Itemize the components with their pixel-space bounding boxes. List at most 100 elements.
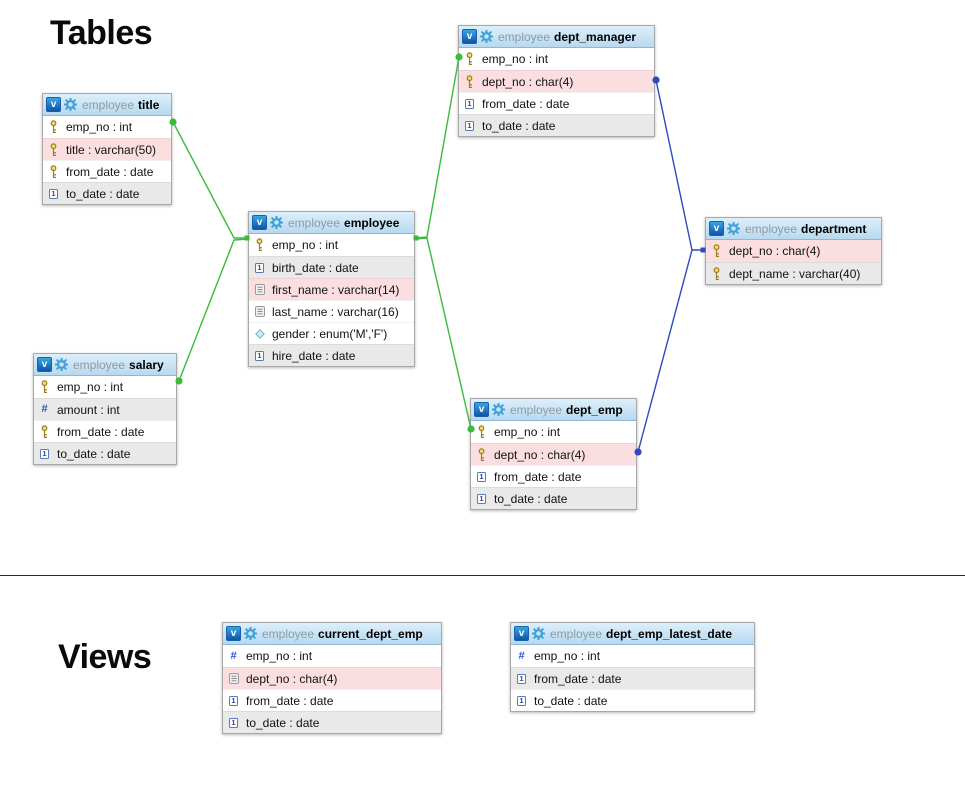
primary-key-icon [253,238,266,252]
view-badge-icon: v [252,215,267,230]
column-label: from_date : date [494,469,582,484]
relationship-line-dept_manager-department [655,79,705,251]
schema-name-label: employee [498,29,551,44]
date-icon: 1 [253,350,266,361]
column-label: amount : int [57,402,120,417]
numeric-glyph: # [230,649,237,662]
schema-name-label: employee [510,402,563,417]
column-row-dept_emp-3[interactable]: 1 to_date : date [471,487,636,509]
column-row-current_dept_emp-0[interactable]: # emp_no : int [223,645,441,667]
column-row-salary-1[interactable]: # amount : int [34,398,176,420]
numeric-glyph: # [41,403,48,415]
column-row-dept_emp-1[interactable]: dept_no : char(4) [471,443,636,465]
text-icon [253,306,266,317]
primary-key-icon [47,142,60,157]
primary-key-icon [47,164,60,179]
column-label: emp_no : int [66,120,133,134]
column-row-current_dept_emp-1[interactable]: dept_no : char(4) [223,667,441,689]
column-row-dept_emp-0[interactable]: emp_no : int [471,421,636,443]
object-name-label: current_dept_emp [318,626,423,641]
schema-name-label: employee [745,221,798,236]
primary-key-icon [38,380,51,394]
column-label: to_date : date [494,491,568,506]
date-glyph: 1 [477,471,486,482]
relationship-line-dept_emp-department [637,249,693,453]
column-row-employee-4[interactable]: gender : enum('M','F') [249,322,414,344]
schema-name-label: employee [550,626,603,641]
primary-key-icon [463,52,476,66]
column-row-employee-2[interactable]: first_name : varchar(14) [249,278,414,300]
gear-icon [243,626,258,641]
column-label: emp_no : int [246,649,313,663]
schema-name-label: employee [288,215,341,230]
gear-icon [491,402,506,417]
column-label: from_date : date [57,424,145,439]
column-row-title-2[interactable]: from_date : date [43,160,171,182]
column-row-dept_manager-1[interactable]: dept_no : char(4) [459,70,654,92]
column-row-title-1[interactable]: title : varchar(50) [43,138,171,160]
column-row-title-0[interactable]: emp_no : int [43,116,171,138]
column-row-department-0[interactable]: dept_no : char(4) [706,240,881,262]
column-label: dept_no : char(4) [729,244,821,258]
tables-section-heading: Tables [50,14,153,52]
column-row-dept_emp-2[interactable]: 1 from_date : date [471,465,636,487]
primary-key-icon [710,244,723,258]
section-divider [0,575,965,576]
views-section-heading: Views [58,638,152,676]
column-row-salary-0[interactable]: emp_no : int [34,376,176,398]
column-label: dept_no : char(4) [246,671,338,686]
date-glyph: 1 [517,673,526,684]
object-name-label: dept_emp_latest_date [606,626,733,641]
primary-key-icon [463,74,476,89]
view-badge-icon: v [37,357,52,372]
column-row-dept_manager-0[interactable]: emp_no : int [459,48,654,70]
view-badge-icon: v [46,97,61,112]
date-glyph: 1 [255,262,264,273]
date-glyph: 1 [40,448,49,459]
column-row-employee-3[interactable]: last_name : varchar(16) [249,300,414,322]
gear-icon [54,357,69,372]
date-icon: 1 [227,717,240,728]
column-row-current_dept_emp-3[interactable]: 1 to_date : date [223,711,441,733]
column-row-salary-2[interactable]: from_date : date [34,420,176,442]
date-icon: 1 [475,493,488,504]
view-badge-icon: v [709,221,724,236]
column-label: emp_no : int [272,238,339,252]
numeric-icon: # [227,649,240,662]
primary-key-icon [710,266,723,281]
column-row-department-1[interactable]: dept_name : varchar(40) [706,262,881,284]
primary-key-icon [475,447,488,462]
column-row-dept_emp_latest_date-0[interactable]: #emp_no : int [511,645,754,667]
column-label: from_date : date [246,693,334,708]
primary-key-icon [38,424,51,439]
column-label: to_date : date [246,715,320,730]
date-icon: 1 [253,262,266,273]
column-row-employee-0[interactable]: emp_no : int [249,234,414,256]
relationship-line-title-employee [172,121,248,239]
